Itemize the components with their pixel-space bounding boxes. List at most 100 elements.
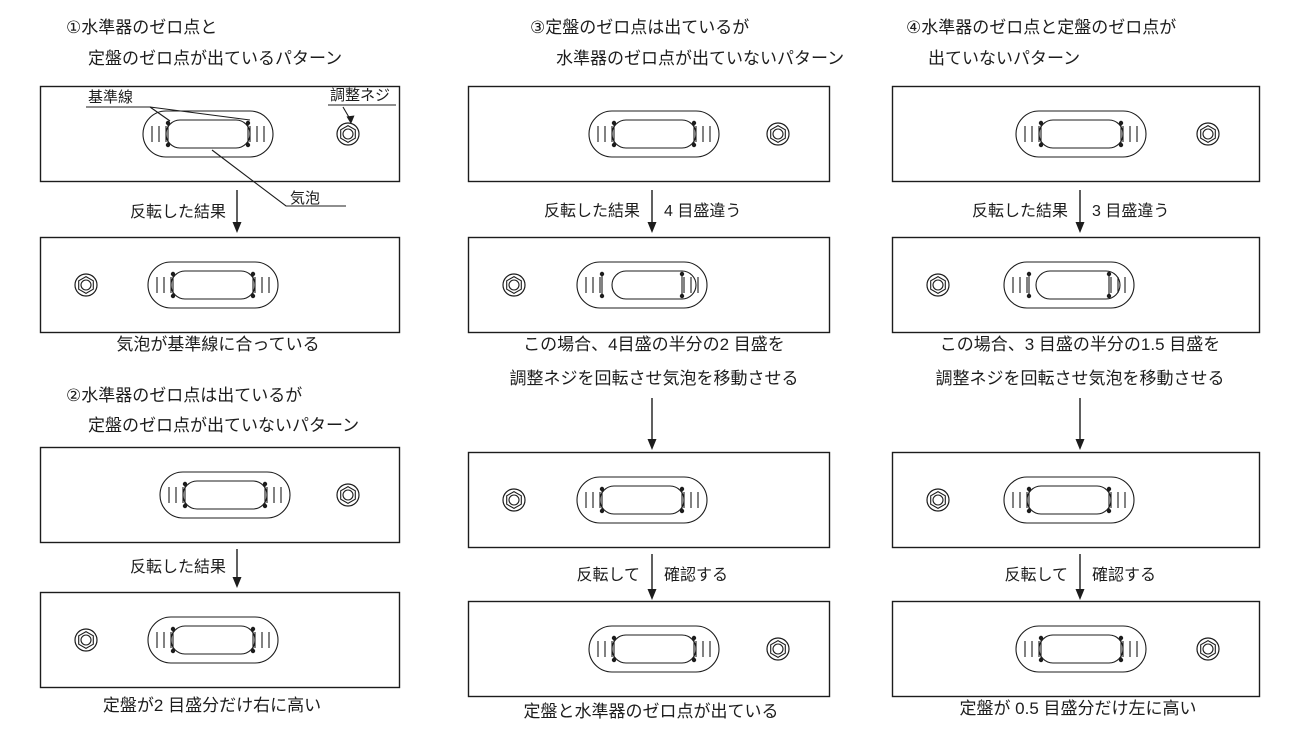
level-body (39, 591, 401, 689)
adjust-screw-inner (932, 494, 944, 506)
adjust-screw-inner (508, 494, 520, 506)
reference-dot (182, 481, 188, 487)
adjust-screw-hex (506, 275, 522, 295)
flip-label: 反転して (1004, 566, 1068, 584)
adjust-screw-icon (926, 488, 950, 512)
reference-dot (1118, 120, 1124, 126)
vial-outline (576, 261, 708, 309)
arrow-head (232, 222, 242, 233)
reference-dot (170, 626, 176, 632)
bubble (165, 119, 251, 149)
vial-outline (1003, 476, 1135, 524)
adjust-screw-hex (78, 275, 94, 295)
flip-arrow-c3-1: 反転した結果 3 目盛違う (972, 190, 1169, 233)
bubble (611, 634, 697, 664)
reference-dot (245, 120, 251, 126)
pattern1-caption: 気泡が基準線に合っている (116, 335, 319, 354)
adjust-screw-inner (772, 643, 784, 655)
reference-dot (679, 508, 685, 514)
pattern3-caption: 定盤と水準器のゼロ点が出ている (524, 702, 779, 721)
level-body (891, 85, 1261, 183)
level-body (39, 85, 401, 183)
reference-dot (165, 142, 171, 148)
pattern2-title-line2: 定盤のゼロ点が出ていないパターン (88, 416, 359, 435)
arrow-head (647, 589, 657, 600)
pattern1-title-line1: ①水準器のゼロ点と (66, 18, 217, 37)
vial-outline (588, 625, 720, 673)
reference-dot (250, 648, 256, 654)
level-diagram-c1b1 (39, 85, 401, 183)
adjust-screw-icon (502, 273, 526, 297)
adjust-screw-inner (932, 279, 944, 291)
bubble (611, 270, 697, 300)
arrow-head (1075, 439, 1085, 450)
level-body (891, 600, 1261, 698)
adjust-screw-hex (1200, 639, 1216, 659)
flip-arrow-c2-1: 反転した結果 4 目盛違う (544, 190, 741, 233)
adjust-screw-label: 調整ネジ (330, 87, 390, 104)
adjust-screw-icon (926, 273, 950, 297)
reference-dot (691, 142, 697, 148)
adjust-screw-hex (1200, 124, 1216, 144)
bubble-label: 気泡 (290, 190, 320, 207)
level-diagram-c2b1 (467, 85, 831, 183)
reference-dot (1118, 657, 1124, 663)
adjust-screw-hex (340, 124, 356, 144)
reference-dot (1026, 271, 1032, 277)
adjustment-caption-line2: 調整ネジを回転させ気泡を移動させる (510, 369, 799, 388)
level-diagram-c3b4 (891, 600, 1261, 698)
reference-dot (679, 486, 685, 492)
reference-dot (1106, 486, 1112, 492)
adjust-screw-hex (78, 630, 94, 650)
reference-dot (250, 626, 256, 632)
reference-dot (170, 293, 176, 299)
pattern4-title-line2: 出ていないパターン (928, 49, 1080, 68)
bubble (1035, 270, 1121, 300)
reference-dot (170, 271, 176, 277)
reference-dot (250, 271, 256, 277)
pattern4-title-line1: ④水準器のゼロ点と定盤のゼロ点が (906, 18, 1176, 37)
reference-dot (245, 142, 251, 148)
reference-dot (1106, 293, 1112, 299)
flip-result-label: 反転した結果 (544, 202, 640, 220)
reference-dot (262, 503, 268, 509)
adjust-screw-leader (328, 104, 396, 120)
pattern4-caption: 定盤が 0.5 目盛分だけ左に高い (959, 699, 1196, 718)
reference-dot (611, 635, 617, 641)
reference-dot (1026, 508, 1032, 514)
level-diagram-c1b4 (39, 591, 401, 689)
reference-dot (611, 142, 617, 148)
pattern2-title-line1: ②水準器のゼロ点は出ているが (66, 386, 302, 405)
bubble (1026, 485, 1112, 515)
adjust-screw-inner (772, 128, 784, 140)
bubble (611, 119, 697, 149)
level-diagram-c1b3 (39, 446, 401, 544)
flip-result-label: 反転した結果 (972, 202, 1068, 220)
level-diagram-c2b4 (467, 600, 831, 698)
level-diagram-c1b2 (39, 236, 401, 334)
adjust-screw-icon (1196, 637, 1220, 661)
reference-dot (611, 657, 617, 663)
vial-outline (588, 110, 720, 158)
adjustment-caption-line1: この場合、4目盛の半分の2 目盛を (523, 335, 785, 354)
confirm-label: 確認する (1092, 566, 1156, 584)
flip-label: 反転して (576, 566, 640, 584)
vial-outline (1003, 261, 1135, 309)
adjust-arrow-c2 (647, 398, 657, 450)
adjust-screw-hex (770, 639, 786, 659)
reference-dot (1106, 271, 1112, 277)
level-diagram-c2b2 (467, 236, 831, 334)
arrow-head (647, 439, 657, 450)
arrow-head (647, 222, 657, 233)
pattern2-caption: 定盤が2 目盛分だけ右に高い (103, 696, 321, 715)
pattern3-title-line1: ③定盤のゼロ点は出ているが (530, 18, 749, 37)
adjust-screw-inner (508, 279, 520, 291)
adjust-screw-inner (80, 634, 92, 646)
adjust-screw-hex (506, 490, 522, 510)
adjust-screw-icon (766, 122, 790, 146)
adjustment-caption-line2: 調整ネジを回転させ気泡を移動させる (936, 369, 1225, 388)
reference-dot (1106, 508, 1112, 514)
bubble-leader (211, 149, 346, 207)
